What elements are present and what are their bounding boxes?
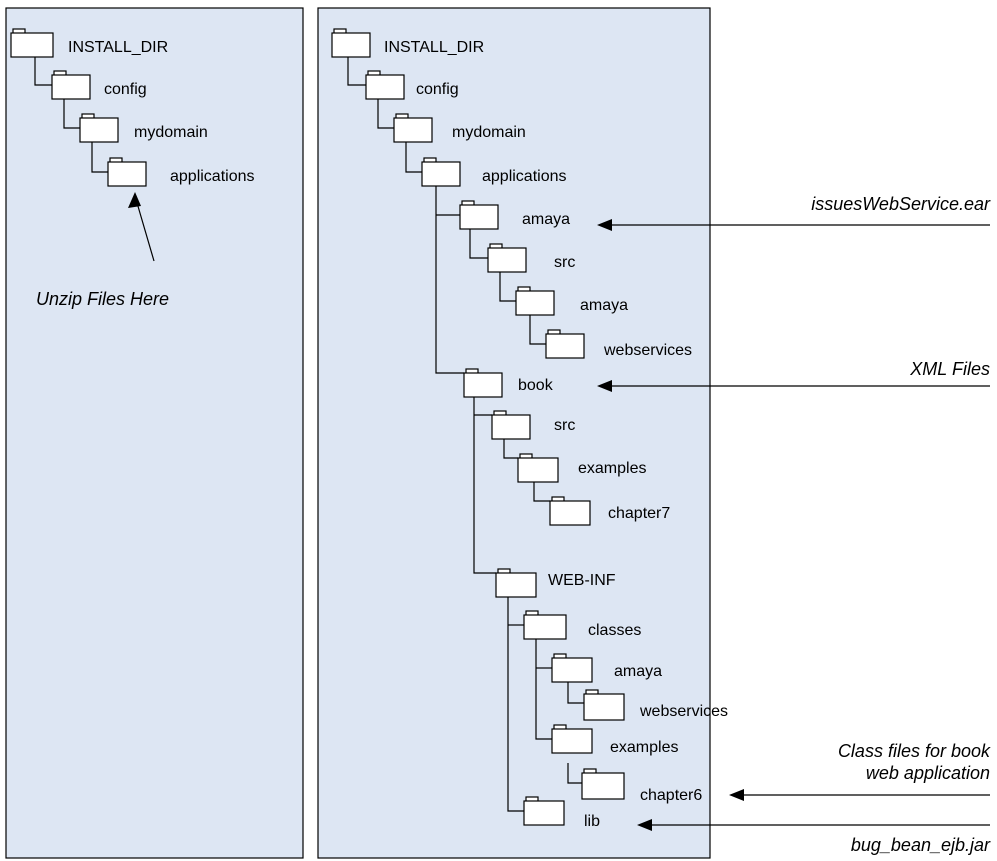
folder-icon xyxy=(581,768,625,800)
ear-file-label: issuesWebService.ear xyxy=(811,194,991,214)
folder-icon xyxy=(551,724,593,754)
folder-icon xyxy=(459,200,499,230)
jar-file-label: bug_bean_ejb.jar xyxy=(851,835,991,855)
folder-icon xyxy=(517,453,559,483)
folder-icon xyxy=(331,28,371,58)
folder-label: mydomain xyxy=(452,124,526,141)
folder-icon xyxy=(107,157,147,187)
jar-file-arrow-head xyxy=(637,819,652,831)
folder-label: INSTALL_DIR xyxy=(68,39,168,56)
ear-file-arrow-head xyxy=(597,219,612,231)
folder-label: examples xyxy=(578,460,646,477)
left-tree-connectors xyxy=(34,57,155,262)
xml-files-label: XML Files xyxy=(909,359,990,379)
folder-label: applications xyxy=(482,168,567,185)
folder-icon xyxy=(487,243,527,273)
folder-icon xyxy=(495,568,537,598)
left-panel xyxy=(5,7,304,859)
class-files-label-line1: Class files for book xyxy=(838,741,991,761)
folder-icon xyxy=(393,113,433,143)
folder-label: WEB-INF xyxy=(548,572,616,589)
folder-label: config xyxy=(104,81,147,98)
folder-label: chapter6 xyxy=(640,787,702,804)
xml-files-arrow-head xyxy=(597,380,612,392)
folder-label: INSTALL_DIR xyxy=(384,39,484,56)
folder-label: src xyxy=(554,417,575,434)
folder-label: amaya xyxy=(580,297,628,314)
folder-label: applications xyxy=(170,168,255,185)
folder-icon xyxy=(583,689,625,721)
folder-icon xyxy=(10,28,54,58)
folder-label: webservices xyxy=(603,342,692,359)
folder-label: src xyxy=(554,254,575,271)
folder-icon xyxy=(523,796,565,826)
folder-icon xyxy=(421,157,461,187)
folder-icon xyxy=(551,653,593,683)
folder-label: book xyxy=(518,377,554,394)
folder-label: amaya xyxy=(614,663,662,680)
class-files-label-line2: web application xyxy=(866,763,990,783)
folder-icon xyxy=(51,70,91,100)
folder-label: webservices xyxy=(639,703,728,720)
unzip-note: Unzip Files Here xyxy=(36,289,169,309)
class-files-arrow-head xyxy=(729,789,744,801)
folder-label: chapter7 xyxy=(608,505,670,522)
folder-icon xyxy=(365,70,405,100)
folder-icon xyxy=(491,410,531,440)
folder-icon xyxy=(545,329,585,359)
folder-icon xyxy=(549,496,591,526)
folder-label: config xyxy=(416,81,459,98)
folder-label: examples xyxy=(610,739,678,756)
folder-label: amaya xyxy=(522,211,570,228)
folder-icon xyxy=(515,286,555,316)
folder-label: mydomain xyxy=(134,124,208,141)
folder-label: classes xyxy=(588,622,641,639)
folder-label: lib xyxy=(584,813,600,830)
folder-icon xyxy=(79,113,119,143)
folder-icon xyxy=(463,368,503,398)
folder-icon xyxy=(523,610,567,640)
unzip-arrow-head xyxy=(128,192,141,208)
